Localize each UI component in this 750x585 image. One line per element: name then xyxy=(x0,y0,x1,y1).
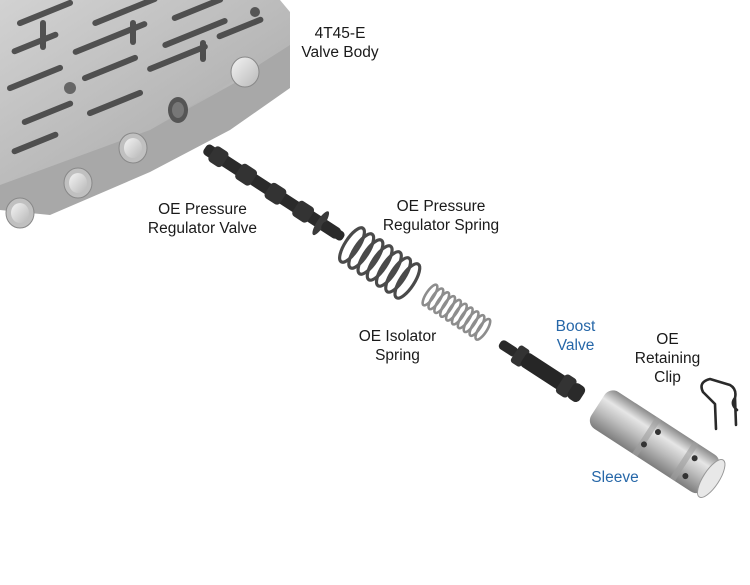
label-valve-body: 4T45-E Valve Body xyxy=(290,24,390,62)
label-line: Regulator Valve xyxy=(147,220,258,237)
pressure-regulator-valve xyxy=(203,144,345,241)
label-line: Spring xyxy=(375,347,420,364)
valve-body xyxy=(0,0,290,229)
label-line: Clip xyxy=(654,369,681,386)
label-sleeve: Sleeve xyxy=(585,468,645,487)
pressure-regulator-spring xyxy=(338,226,422,300)
label-isolator-spring: OE Isolator Spring xyxy=(350,327,445,365)
label-line: Retaining xyxy=(634,350,701,367)
sleeve xyxy=(589,390,726,498)
label-pressure-regulator-valve: OE Pressure Regulator Valve xyxy=(140,200,265,238)
label-line: Valve xyxy=(556,337,595,354)
label-line: Valve Body xyxy=(301,44,379,61)
retaining-clip xyxy=(700,377,739,431)
isolator-spring xyxy=(421,283,492,341)
label-line: Sleeve xyxy=(591,469,639,486)
label-pressure-regulator-spring: OE Pressure Regulator Spring xyxy=(376,197,506,235)
label-line: OE Isolator xyxy=(358,328,437,345)
boost-valve xyxy=(498,340,586,403)
label-line: OE Pressure xyxy=(158,201,247,218)
label-line: 4T45-E xyxy=(314,25,366,42)
label-line: OE xyxy=(656,331,679,348)
label-boost-valve: Boost Valve xyxy=(548,317,603,355)
label-line: Boost xyxy=(555,318,596,335)
label-line: Regulator Spring xyxy=(382,217,500,234)
label-retaining-clip: OE Retaining Clip xyxy=(625,330,710,387)
label-line: OE Pressure xyxy=(396,198,486,215)
